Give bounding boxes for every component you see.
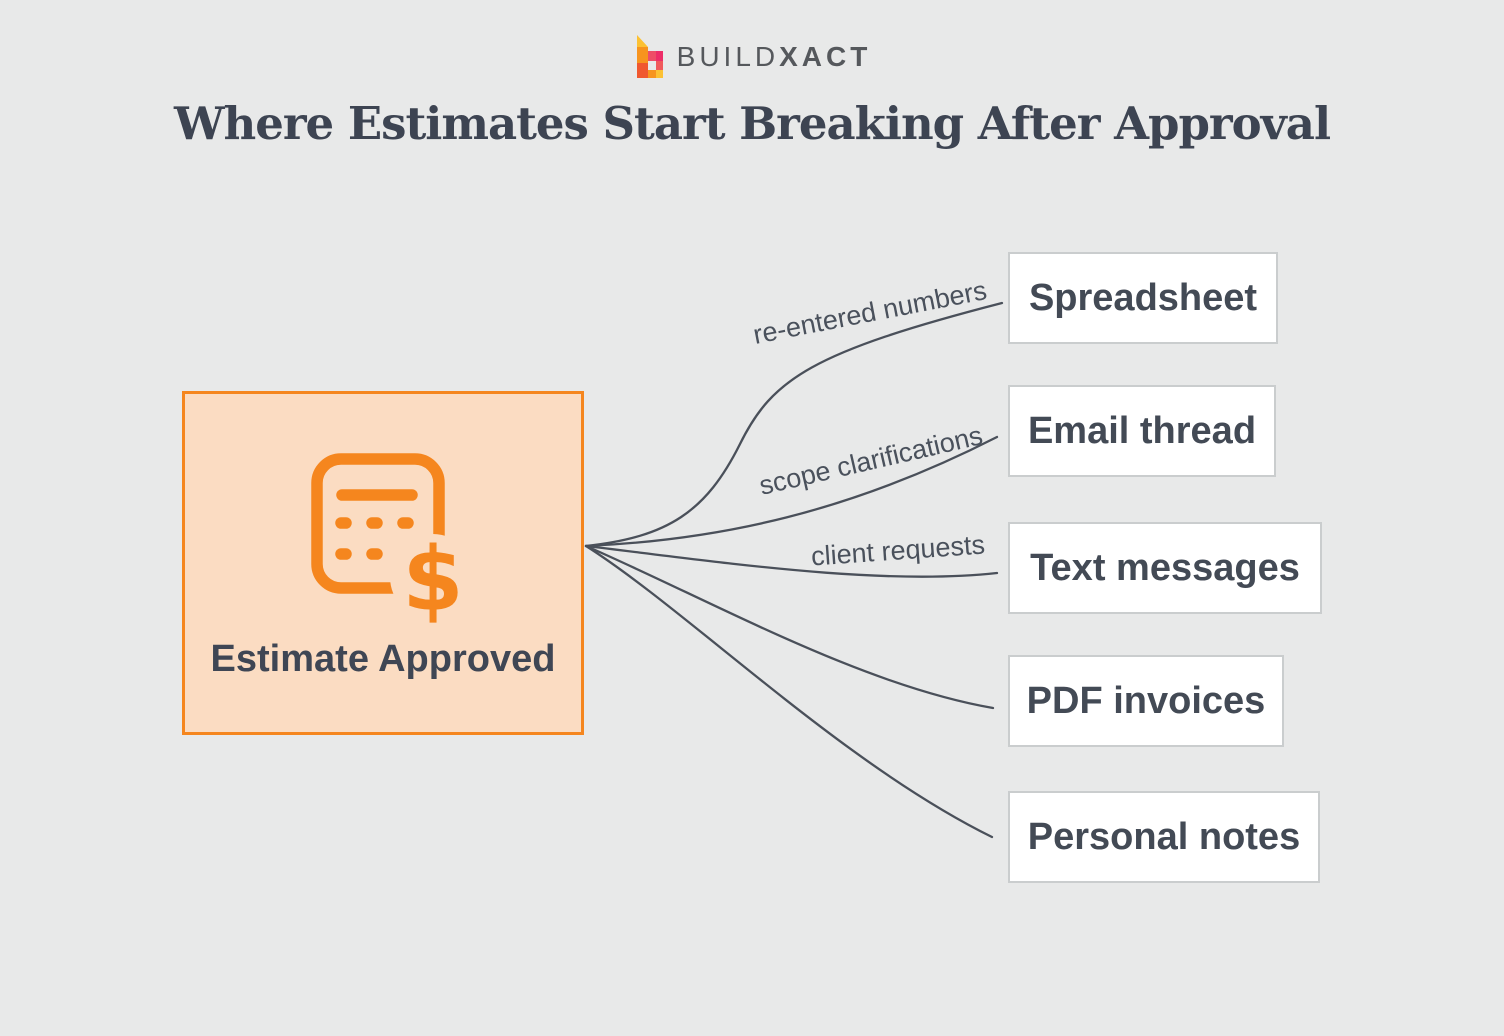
calculator-dollar-icon: $ [311,453,471,627]
target-box-pdf-invoices: PDF invoices [1008,655,1284,747]
connector-curve-pdf-invoices [584,544,995,710]
target-box-label: Email thread [1027,409,1257,452]
target-box-email-thread: Email thread [1008,385,1276,477]
target-box-spreadsheet: Spreadsheet [1008,252,1278,344]
target-box-label: Text messages [1030,546,1300,589]
target-box-text-messages: Text messages [1008,522,1322,614]
target-box-label: PDF invoices [1026,679,1266,722]
connector-curve-text-messages [584,544,999,578]
source-node-label: Estimate Approved [210,638,556,680]
svg-text:$: $ [402,528,463,627]
logo-text-xact: XACT [779,41,872,72]
target-box-label: Personal notes [1027,815,1301,858]
buildxact-b-icon [636,35,663,78]
connector-curve-email-thread [584,435,999,548]
estimate-approved-node: $ Estimate Approved [182,391,584,735]
logo-text-build: BUILD [676,41,780,72]
target-box-personal-notes: Personal notes [1008,791,1320,883]
page-title: Where Estimates Start Breaking After App… [173,97,1331,150]
target-box-label: Spreadsheet [1028,276,1258,319]
connector-curve-spreadsheet [584,301,1004,548]
connector-curve-personal-notes [584,544,994,839]
